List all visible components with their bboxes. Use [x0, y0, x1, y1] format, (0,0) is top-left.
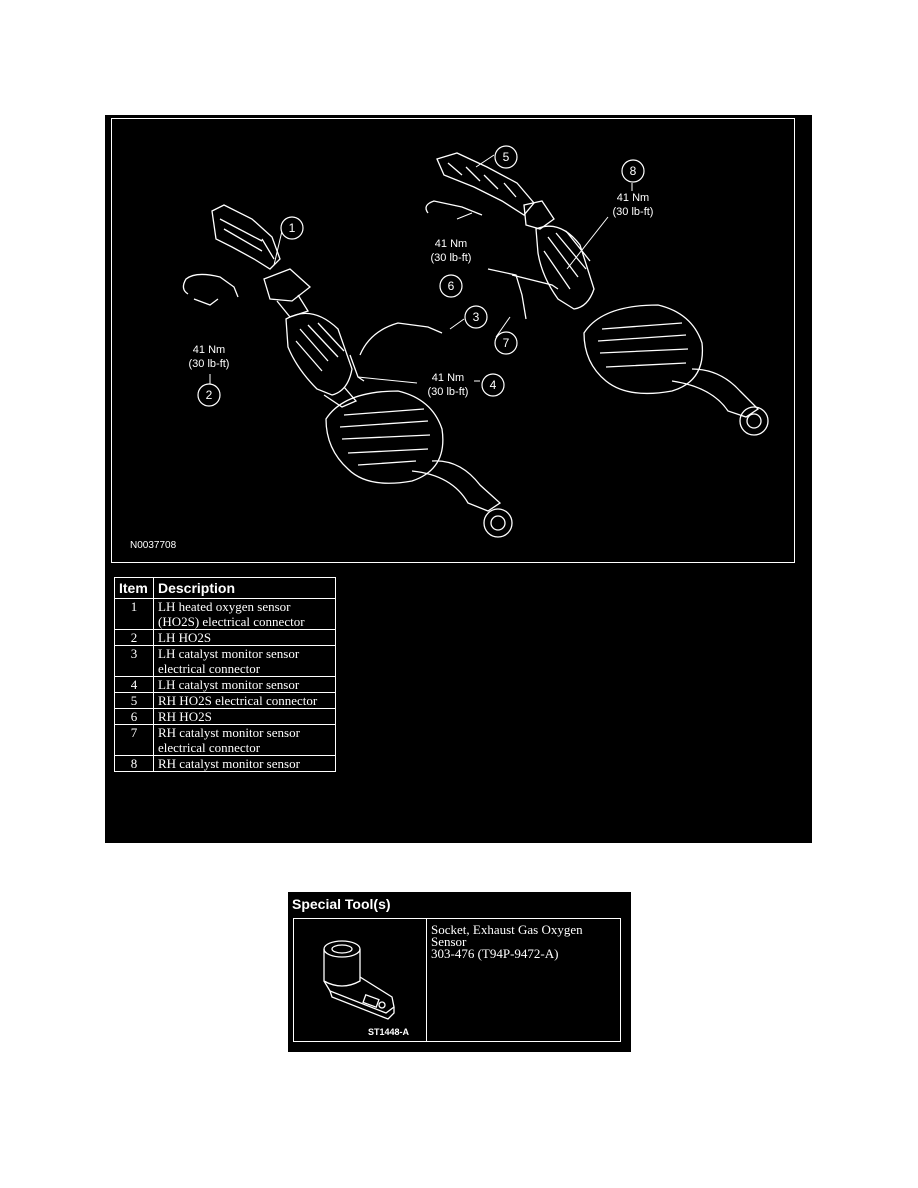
lh-ho2s	[193, 298, 219, 306]
lh-catmon-wire	[359, 322, 443, 356]
torque-label-6-imperial: (30 lb-ft)	[431, 252, 472, 264]
tool-description-line: Socket, Exhaust Gas Oxygen	[431, 922, 583, 937]
lh-tailpipe	[411, 460, 502, 512]
callout-1-label: 1	[289, 221, 296, 235]
callout-7	[494, 331, 518, 355]
callout-4-label: 4	[490, 378, 497, 392]
rh-upper-converter	[535, 225, 595, 310]
rh-ho2s-wire	[425, 200, 483, 216]
legend-item-number: 3	[114, 645, 154, 677]
torque-label-4-imperial: (30 lb-ft)	[428, 386, 469, 398]
callout-6-label: 6	[448, 279, 455, 293]
special-tools-title: Special Tool(s)	[292, 896, 391, 912]
rh-main-converter	[583, 304, 704, 395]
legend-item-description: RH catalyst monitor sensor	[153, 755, 336, 772]
legend-row: 4 LH catalyst monitor sensor	[114, 676, 336, 693]
legend-row: 5 RH HO2S electrical connector	[114, 692, 336, 709]
legend-item-number: 4	[114, 676, 154, 693]
callout-8-label: 8	[630, 164, 637, 178]
legend-item-number: 7	[114, 724, 154, 756]
tool-description: Socket, Exhaust Gas Oxygen Sensor 303-47…	[431, 922, 617, 961]
tool-description-line: Sensor	[431, 934, 467, 949]
figure-code: N0037708	[130, 540, 177, 551]
legend-item-number: 1	[114, 598, 154, 630]
legend-item-description: LH HO2S	[153, 629, 336, 646]
legend-header-description: Description	[153, 577, 336, 599]
callout-6	[439, 274, 463, 298]
legend-row: 3 LH catalyst monitor sensor electrical …	[114, 645, 336, 677]
torque-label-4: 41 Nm	[432, 372, 464, 384]
callout-5	[494, 145, 518, 169]
lh-ho2s-wire	[182, 273, 239, 298]
legend-item-description: RH HO2S	[153, 708, 336, 725]
callout-5-label: 5	[503, 150, 510, 164]
torque-label-2-imperial: (30 lb-ft)	[189, 358, 230, 370]
rh-catmon-sensor	[511, 274, 559, 290]
tool-image-code: ST1448-A	[368, 1027, 410, 1037]
legend-header-item: Item	[114, 577, 154, 599]
legend-item-number: 5	[114, 692, 154, 709]
lh-main-converter	[325, 390, 444, 484]
callout-2-label: 2	[206, 388, 213, 402]
torque-label-8: 41 Nm	[617, 192, 649, 204]
callout-8	[621, 159, 645, 183]
callout-1	[280, 216, 304, 240]
legend-item-number: 6	[114, 708, 154, 725]
torque-label-8-imperial: (30 lb-ft)	[613, 206, 654, 218]
rh-exhaust-manifold	[436, 152, 535, 216]
lh-upper-converter	[285, 312, 353, 396]
torque-label-6: 41 Nm	[435, 238, 467, 250]
legend-row: 8 RH catalyst monitor sensor	[114, 755, 336, 772]
rh-flange	[523, 200, 555, 230]
rh-catmon-wire	[487, 268, 527, 320]
rh-outlet-flange	[739, 406, 769, 436]
callout-2	[197, 383, 221, 407]
tool-image-cell: ST1448-A	[294, 919, 427, 1041]
lh-flange	[263, 268, 312, 302]
lh-pipe	[323, 386, 358, 408]
callout-3	[464, 305, 488, 329]
legend-item-description: RH HO2S electrical connector	[153, 692, 336, 709]
socket-tool-icon: ST1448-A	[323, 940, 410, 1037]
legend-row: 2 LH HO2S	[114, 629, 336, 646]
legend-item-number: 2	[114, 629, 154, 646]
callout-3-label: 3	[473, 310, 480, 324]
legend-item-number: 8	[114, 755, 154, 772]
legend-item-description: LH catalyst monitor sensor	[153, 676, 336, 693]
exhaust-illustration: 1 2 3 4 5 6 7 8 41 Nm (30 lb-ft) 41 Nm (…	[130, 145, 769, 551]
legend-row: 1 LH heated oxygen sensor (HO2S) electri…	[114, 598, 336, 630]
rh-tailpipe	[671, 368, 760, 418]
legend-row: 7 RH catalyst monitor sensor electrical …	[114, 724, 336, 756]
lh-exhaust-manifold	[211, 204, 281, 270]
legend-table: Item Description 1 LH heated oxygen sens…	[114, 577, 336, 772]
special-tools-panel: Special Tool(s) ST1448-A Socket, Exhaust…	[288, 892, 631, 1052]
torque-label-2: 41 Nm	[193, 344, 225, 356]
callout-4	[481, 373, 505, 397]
tool-part-number: 303-476 (T94P-9472-A)	[431, 946, 559, 961]
figure-panel: 1 2 3 4 5 6 7 8 41 Nm (30 lb-ft) 41 Nm (…	[105, 115, 812, 843]
exhaust-diagram: 1 2 3 4 5 6 7 8 41 Nm (30 lb-ft) 41 Nm (…	[111, 118, 795, 563]
legend-row: 6 RH HO2S	[114, 708, 336, 725]
callout-7-label: 7	[503, 336, 510, 350]
special-tools-table: ST1448-A Socket, Exhaust Gas Oxygen Sens…	[293, 918, 621, 1042]
legend-item-description: LH catalyst monitor sensor electrical co…	[153, 645, 336, 677]
legend-item-description: RH catalyst monitor sensor electrical co…	[153, 724, 336, 756]
lh-outlet-flange	[483, 508, 513, 538]
legend-item-description: LH heated oxygen sensor (HO2S) electrica…	[153, 598, 336, 630]
